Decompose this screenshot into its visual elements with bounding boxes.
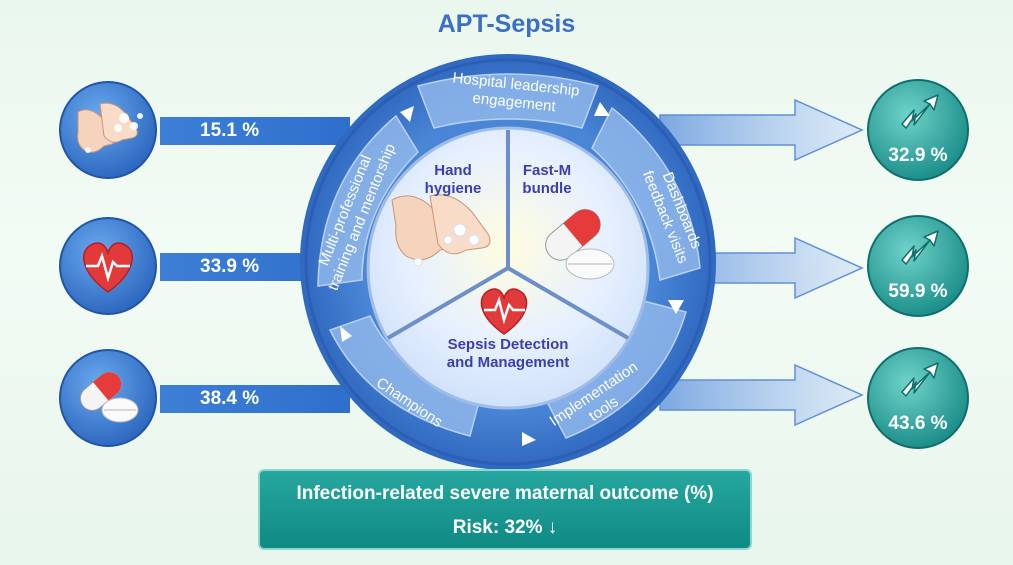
inner-fast-m-line-1: Fast-M [522, 162, 572, 179]
segment-dashboards [591, 106, 701, 281]
right-arrows [659, 98, 864, 427]
inner-sepsis-label: Sepsis Detection and Management [428, 336, 588, 372]
segment-training [317, 114, 419, 287]
inner-fast-m-label: Fast-M bundle [512, 162, 582, 198]
right-circle-1 [867, 79, 969, 181]
right-circle-3 [867, 347, 969, 449]
inner-pill-icon [545, 209, 615, 280]
right-arrow-1 [659, 98, 864, 162]
inner-hand-icon [391, 194, 491, 267]
right-arrow-3 [659, 363, 864, 427]
ring-arrow-5 [340, 326, 352, 342]
hand-washing-icon [77, 102, 143, 153]
left-bar-1 [160, 117, 350, 145]
left-bar-3 [160, 385, 350, 413]
ring-arrow-4 [522, 432, 536, 446]
ring-arrow-1 [400, 106, 414, 122]
right-value-1: 32.9 % [888, 145, 948, 166]
left-value-2: 33.9 % [200, 256, 260, 277]
trend-arrow-icon [901, 94, 939, 397]
pill-icon [79, 371, 139, 423]
ring-arrows [340, 102, 684, 446]
inner-divider-3 [506, 266, 630, 340]
ring-segments [317, 73, 701, 439]
outcome-risk: Risk: 32% ↓ [452, 517, 558, 538]
outcome-box: Infection-related severe maternal outcom… [258, 469, 752, 550]
inner-fast-m-line-2: bundle [522, 180, 572, 197]
left-value-1: 15.1 % [200, 120, 260, 141]
inner-hand-hygiene-line-1: Hand [434, 162, 472, 179]
right-circles [867, 79, 969, 449]
segment-leadership [417, 73, 599, 129]
ring-arrow-2 [594, 102, 610, 116]
left-value-3: 38.4 % [200, 388, 260, 409]
right-circle-2 [867, 215, 969, 317]
heart-icon [83, 242, 133, 293]
right-value-2: 59.9 % [888, 281, 948, 302]
inner-hand-hygiene-label: Hand hygiene [418, 162, 488, 198]
page-title: APT-Sepsis [437, 10, 576, 38]
inner-heart-icon [480, 288, 528, 335]
right-value-3: 43.6 % [888, 413, 948, 434]
inner-sepsis-line-1: Sepsis Detection [447, 336, 569, 353]
inner-sepsis-line-2: and Management [446, 354, 570, 371]
ring-arrow-3 [668, 300, 684, 314]
inner-divider-2 [386, 266, 510, 340]
inner-hand-hygiene-line-2: hygiene [424, 180, 482, 197]
outcome-label: Infection-related severe maternal outcom… [296, 483, 714, 504]
